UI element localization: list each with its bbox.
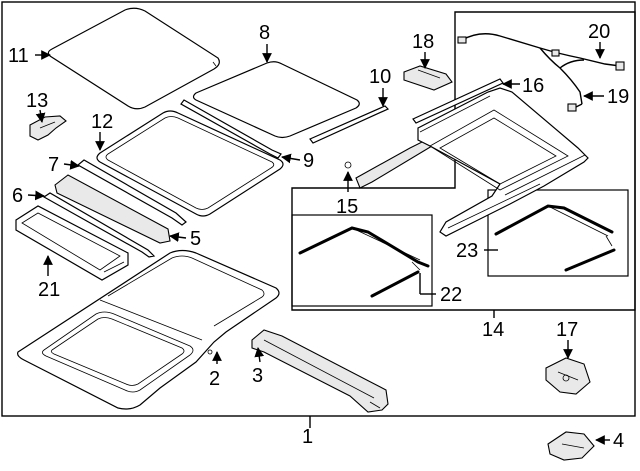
- part-9-weatherstrip: [180, 99, 282, 159]
- part-17-bracket: [545, 357, 591, 395]
- callout-10: 10: [369, 66, 391, 88]
- callout-1: 1: [302, 426, 313, 448]
- callout-9: 9: [303, 150, 314, 172]
- callout-labels: 1 2 3 4 5 6 7 8 9 10 11 12 13 14 15 16 1…: [8, 21, 629, 452]
- callout-18: 18: [412, 31, 434, 53]
- drain-tube-box-22: [291, 214, 433, 307]
- callout-23: 23: [456, 240, 478, 262]
- callout-6: 6: [12, 185, 23, 207]
- callout-21: 21: [38, 279, 60, 301]
- part-3-roof-bow: [251, 329, 389, 413]
- part-8-glass-panel: [192, 61, 360, 139]
- part-18-bracket: [403, 65, 453, 91]
- part-10-trim-strip: [309, 105, 390, 144]
- part-15-guide-rail: [344, 139, 433, 189]
- part-23-drain-tubes: [494, 204, 616, 272]
- part-21-sunshade: [15, 205, 129, 281]
- callout-2: 2: [209, 368, 220, 390]
- part-7-seal-strip: [76, 159, 187, 226]
- callout-15: 15: [336, 196, 358, 218]
- part-4-bracket: [547, 431, 595, 461]
- callout-14: 14: [482, 319, 504, 341]
- part-12-glass-frame: [96, 110, 284, 217]
- callout-5: 5: [190, 228, 201, 250]
- callout-16: 16: [522, 75, 544, 97]
- part-13-clip: [29, 115, 67, 141]
- part-22-drain-tubes: [298, 226, 430, 298]
- sunroof-assembly-box: [291, 11, 636, 311]
- callout-22: 22: [440, 284, 462, 306]
- part-1-roof-panel: [17, 249, 280, 410]
- part-14-sunroof-frame: [417, 87, 589, 237]
- callout-4: 4: [613, 430, 624, 452]
- callout-20: 20: [588, 21, 610, 43]
- leader-lines: [27, 42, 610, 445]
- callout-8: 8: [259, 22, 270, 44]
- callout-11: 11: [8, 45, 29, 67]
- part-6-seal-strip: [42, 192, 156, 258]
- callout-12: 12: [91, 111, 113, 133]
- part-11-glass-panel: [47, 7, 220, 110]
- drain-tube-box-23: [487, 189, 629, 277]
- callout-19: 19: [607, 86, 629, 108]
- callout-13: 13: [26, 90, 48, 112]
- callout-17: 17: [556, 319, 578, 341]
- part-20-wiring-harness: [457, 33, 625, 112]
- callout-7: 7: [48, 154, 59, 176]
- callout-3: 3: [252, 365, 263, 387]
